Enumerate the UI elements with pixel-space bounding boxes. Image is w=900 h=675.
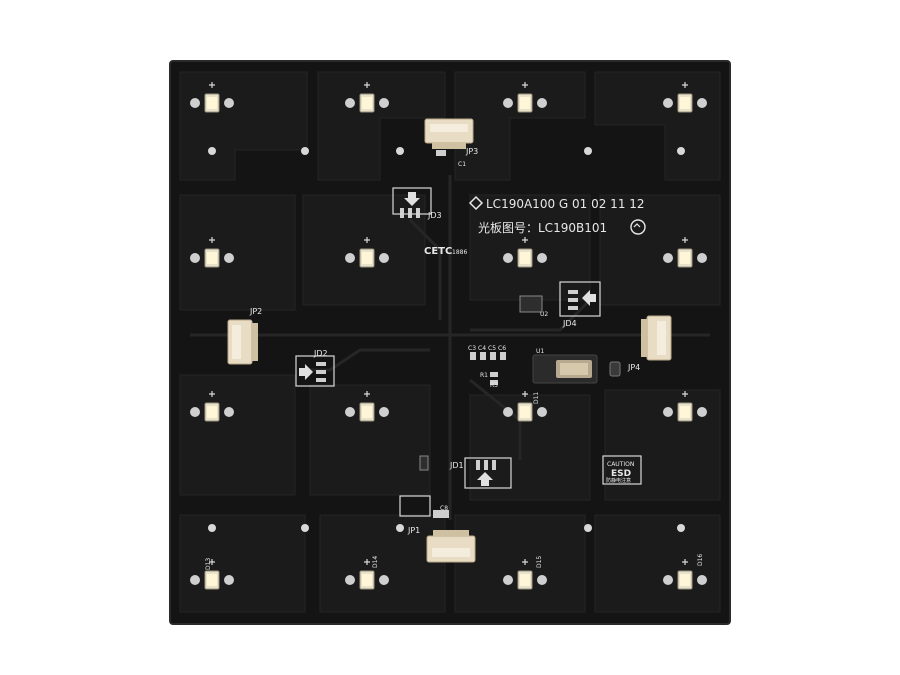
- ref-r3: R3: [490, 382, 498, 389]
- ref-jp1: JP1: [407, 526, 420, 535]
- ref-jd1: JD1: [449, 461, 464, 470]
- ref-jd4: JD4: [562, 319, 577, 328]
- smd-parts: [316, 150, 578, 518]
- led: [663, 82, 707, 113]
- led: [503, 82, 547, 113]
- ref-d11: D11: [533, 392, 540, 404]
- ref-u1: U1: [536, 348, 544, 355]
- brand-suffix: 1886: [452, 249, 467, 256]
- ref-jp4: JP4: [627, 363, 640, 372]
- ref-jd2: JD2: [313, 349, 328, 358]
- led: [345, 559, 389, 590]
- brand-logo: CETC: [424, 246, 452, 257]
- model-diamond-icon: [468, 195, 484, 211]
- ref-d13: D13: [205, 558, 212, 570]
- connector-jp2: [227, 319, 258, 365]
- mounting-holes: [208, 147, 685, 532]
- arrow-down-icon: [404, 192, 420, 206]
- ref-c3: C3: [468, 345, 476, 352]
- led: [190, 82, 234, 113]
- ref-c8: C8: [440, 505, 448, 512]
- led: [345, 391, 389, 422]
- led: [190, 559, 234, 590]
- ref-c6: C6: [498, 345, 506, 352]
- ref-d15: D15: [536, 556, 543, 568]
- copper-pour: [179, 71, 721, 613]
- recycle-mark-icon: [630, 219, 646, 235]
- led: [190, 391, 234, 422]
- led: [503, 237, 547, 268]
- ref-jd3: JD3: [427, 211, 442, 220]
- led: [663, 391, 707, 422]
- traces: [190, 175, 710, 520]
- led: [663, 559, 707, 590]
- ic-u1: [532, 354, 621, 384]
- arrow-icons: [299, 192, 596, 486]
- led: [663, 237, 707, 268]
- led: [345, 237, 389, 268]
- connector-jp4: [641, 315, 672, 361]
- model-line: LC190A100 G 01 02 11 12: [486, 197, 645, 211]
- ref-c5: C5: [488, 345, 496, 352]
- arrow-up-icon: [477, 472, 493, 486]
- arrow-left-icon: [582, 290, 596, 306]
- caution-title: CAUTION: [607, 461, 634, 468]
- led: [503, 559, 547, 590]
- connector-jp3: [424, 118, 474, 149]
- drawing-line: 光板图号：LC190B101: [478, 221, 607, 235]
- ref-c1: C1: [458, 161, 466, 168]
- ref-d14: D14: [372, 556, 379, 568]
- ref-u2: U2: [540, 311, 548, 318]
- ref-jp3: JP3: [465, 147, 478, 156]
- led: [345, 82, 389, 113]
- ref-jp2: JP2: [249, 307, 262, 316]
- ref-r1: R1: [480, 372, 488, 379]
- connector-jp1: [426, 530, 476, 563]
- silkscreen-outlines: [295, 187, 642, 517]
- led-grid: [190, 82, 707, 590]
- ref-d16: D16: [697, 554, 704, 566]
- arrow-right-icon: [299, 364, 313, 380]
- ref-c4: C4: [478, 345, 486, 352]
- led: [190, 237, 234, 268]
- caution-sub: 防静电注意: [606, 477, 631, 484]
- led: [503, 391, 547, 422]
- caution-esd: ESD: [611, 469, 631, 479]
